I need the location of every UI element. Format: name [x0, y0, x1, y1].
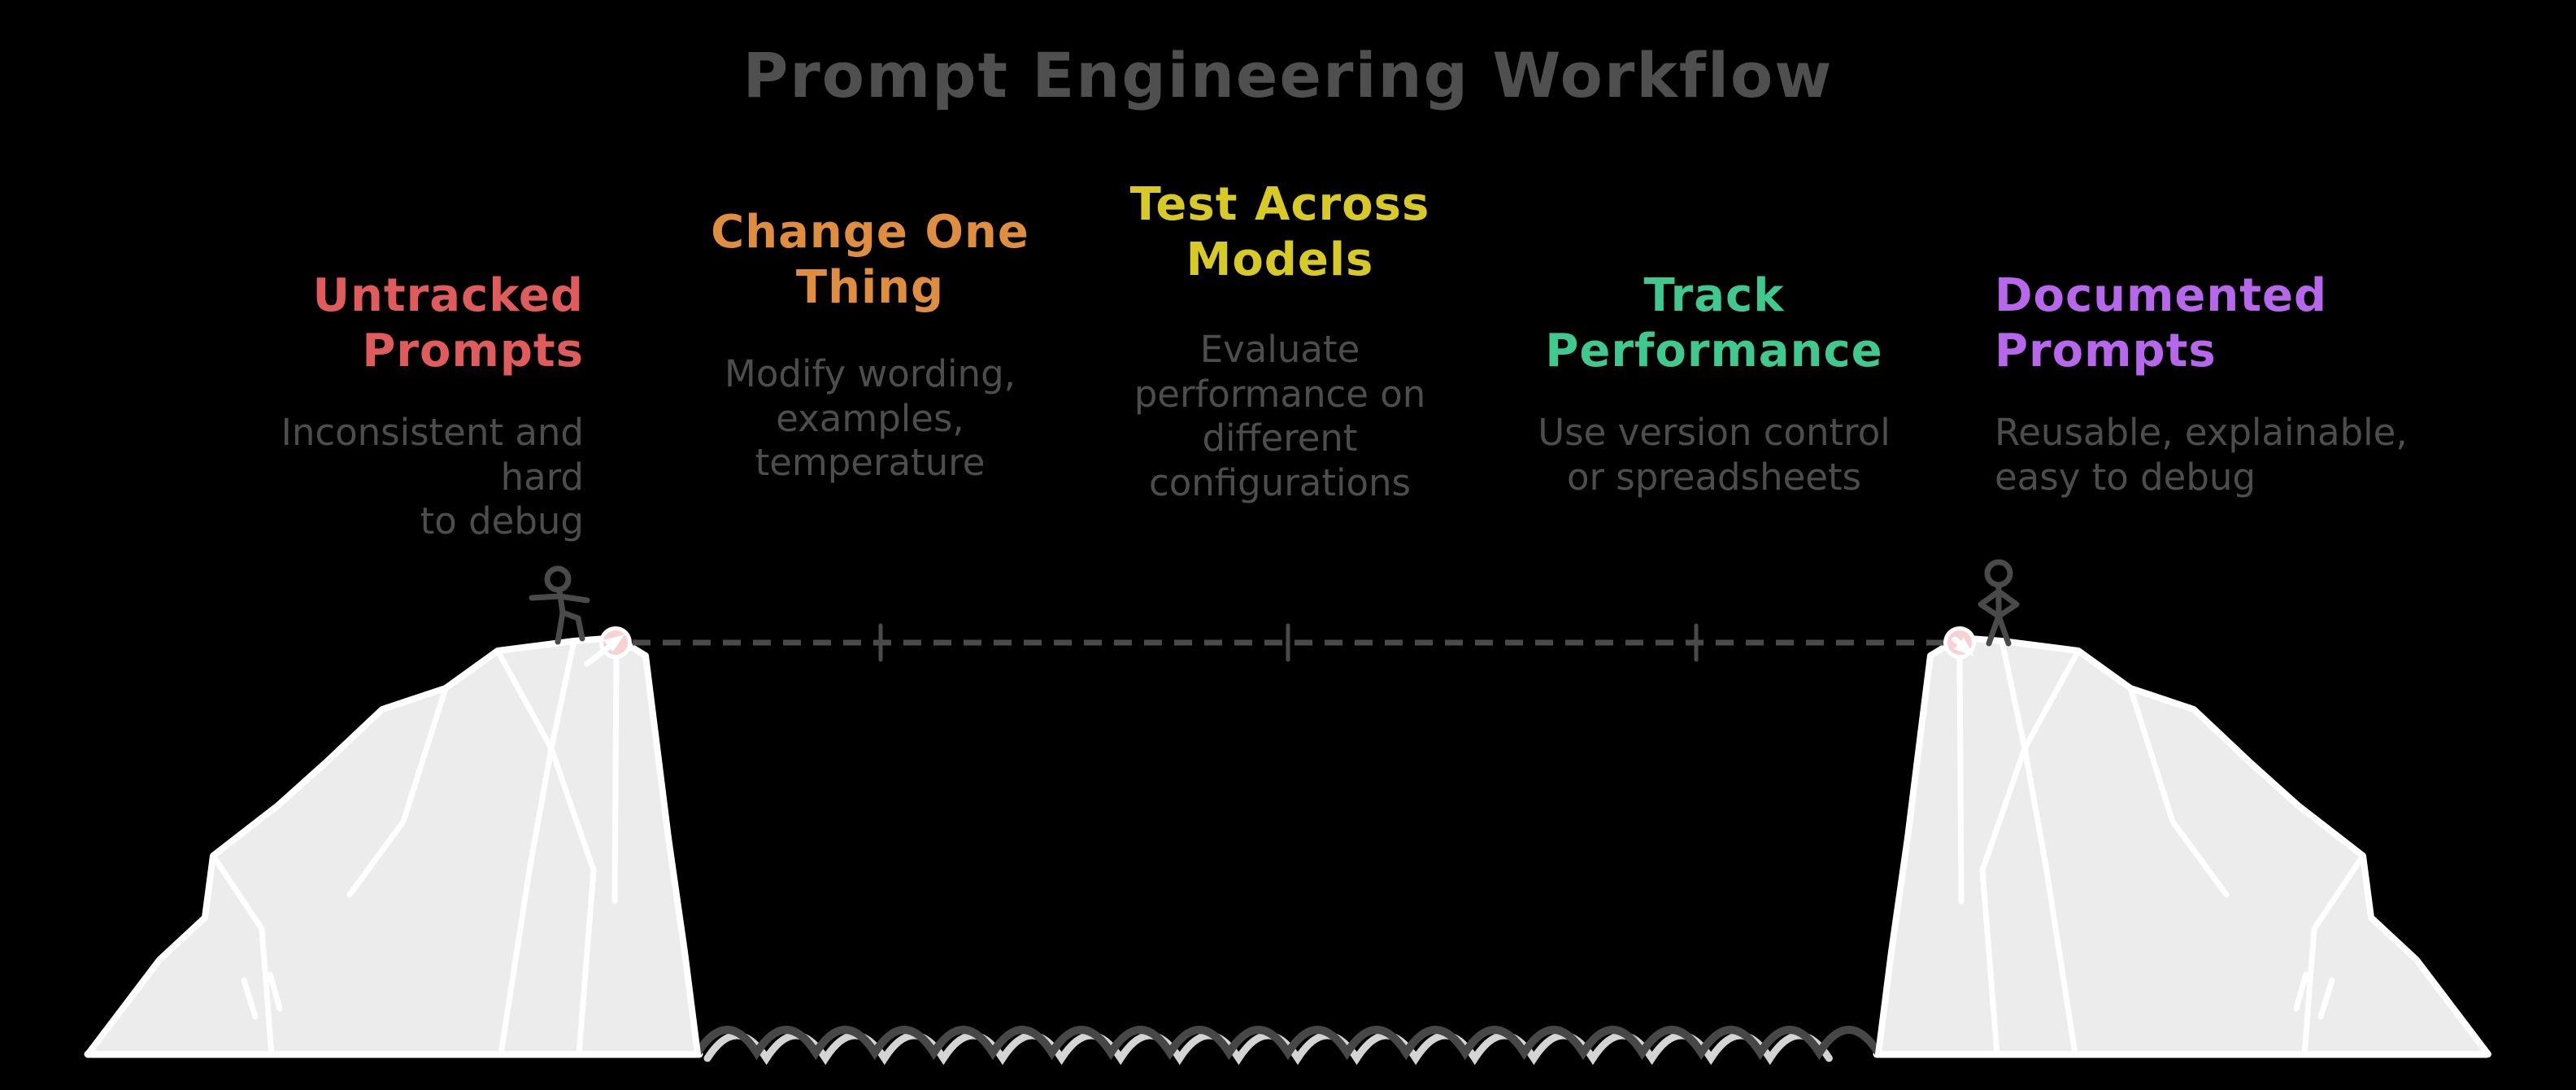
end-point-marker	[1943, 626, 1976, 659]
step-title: Track Performance	[1545, 269, 1883, 378]
stick-figure-walking-icon	[529, 565, 590, 645]
step-description: Reusable, explainable, easy to debug	[1995, 410, 2408, 499]
step-description: Use version control or spreadsheets	[1538, 410, 1891, 499]
start-point-marker	[584, 626, 632, 667]
right-cliff	[1875, 634, 2491, 1057]
right-cliff-facet	[2293, 971, 2309, 1012]
left-cliff-facet	[548, 745, 597, 1057]
left-cliff-facet	[267, 971, 283, 1012]
right-cliff-facet	[1979, 745, 2028, 1057]
step-title: Documented Prompts	[1995, 269, 2328, 378]
left-cliff-body	[85, 634, 701, 1057]
left-cliff-facet	[611, 649, 620, 905]
right-cliff-body	[1875, 634, 2491, 1057]
right-cliff-facet	[2021, 647, 2082, 1057]
water-wave	[694, 1026, 1882, 1066]
step-change-one-thing: Change One Thing Modify wording, example…	[667, 205, 1073, 486]
right-cliff-facet	[2301, 852, 2366, 1057]
dashed-rope-line	[633, 623, 1945, 662]
left-cliff-facet	[210, 852, 275, 1057]
page-title: Prompt Engineering Workflow	[742, 39, 1834, 111]
step-test-across-models: Test Across Models Evaluate performance …	[1077, 177, 1483, 506]
step-track-performance: Track Performance Use version control or…	[1495, 268, 1934, 499]
step-untracked-prompts: Untracked Prompts Inconsistent and hard …	[194, 268, 584, 544]
step-title: Test Across Models	[1129, 178, 1430, 287]
right-cliff-facet	[1999, 638, 2028, 752]
step-description: Modify wording, examples, temperature	[724, 351, 1016, 485]
step-documented-prompts: Documented Prompts Reusable, explainable…	[1995, 268, 2499, 499]
left-cliff-facet	[494, 647, 555, 1057]
step-title: Change One Thing	[711, 206, 1029, 315]
left-cliff-facet	[346, 685, 449, 898]
stick-figure-standing-icon	[1978, 559, 2020, 647]
right-cliff-facet	[2127, 685, 2230, 898]
step-description: Evaluate performance on different config…	[1134, 327, 1426, 505]
right-cliff-facet	[2317, 977, 2335, 1020]
right-cliff-facet	[1956, 649, 1965, 905]
step-description: Inconsistent and hard to debug	[281, 410, 584, 543]
step-title: Untracked Prompts	[312, 269, 584, 378]
left-cliff-facet	[548, 638, 577, 752]
wave-line	[694, 1026, 1882, 1061]
left-cliff-facet	[241, 977, 259, 1020]
left-cliff	[85, 634, 701, 1057]
